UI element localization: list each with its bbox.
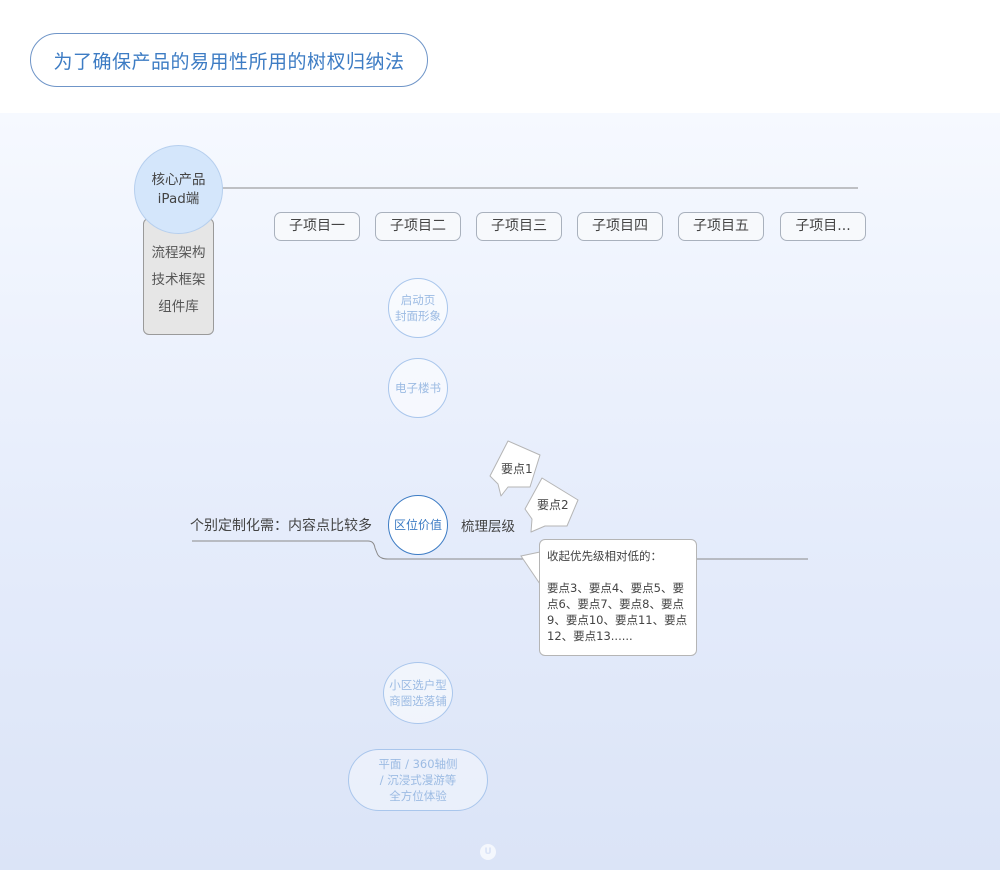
tab-subproject-3[interactable]: 子项目三 [476, 212, 562, 241]
note-heading: 收起优先级相对低的： [547, 549, 662, 563]
node-splash-screen[interactable]: 启动页 封面形象 [388, 278, 448, 338]
core-item-flow: 流程架构 [151, 245, 206, 261]
core-product-node[interactable]: 核心产品 iPad端 [134, 145, 223, 234]
note-tail [520, 551, 541, 585]
core-product-items: 流程架构 技术框架 组件库 [143, 240, 214, 321]
core-item-tech: 技术框架 [151, 272, 206, 288]
core-product-sub: iPad端 [157, 190, 200, 207]
page-title: 为了确保产品的易用性所用的树杈归纳法 [30, 33, 428, 87]
node-experience[interactable]: 平面 / 360轴侧 / 沉浸式漫游等 全方位体验 [348, 749, 488, 811]
core-item-components: 组件库 [158, 299, 199, 315]
branch-label-hierarchy: 梳理层级 [461, 519, 515, 535]
node-ebook[interactable]: 电子楼书 [388, 358, 448, 418]
note-line: 12、要点13...... [547, 629, 633, 643]
core-product-name: 核心产品 [151, 171, 206, 188]
note-line: 点6、要点7、要点8、要点 [547, 597, 684, 611]
tab-subproject-more[interactable]: 子项目... [780, 212, 866, 241]
note-line: 9、要点10、要点11、要点 [547, 613, 688, 627]
note-line: 要点3、要点4、要点5、要 [547, 581, 684, 595]
bubble-point-1 [489, 440, 541, 497]
tab-subproject-1[interactable]: 子项目一 [274, 212, 360, 241]
branch-label-customization: 个别定制化需：内容点比较多 [190, 518, 372, 534]
bubble-point-2 [524, 477, 579, 533]
watermark-logo-icon: U [480, 844, 496, 860]
tab-subproject-2[interactable]: 子项目二 [375, 212, 461, 241]
header: 为了确保产品的易用性所用的树杈归纳法 [0, 0, 1000, 113]
tab-subproject-5[interactable]: 子项目五 [678, 212, 764, 241]
bubble-text-point-1: 要点1 [501, 462, 533, 476]
collapsed-points-note: 收起优先级相对低的： 要点3、要点4、要点5、要 点6、要点7、要点8、要点 9… [539, 539, 697, 656]
tab-subproject-4[interactable]: 子项目四 [577, 212, 663, 241]
node-community-selection[interactable]: 小区选户型 商圈选落铺 [383, 662, 453, 724]
bubble-text-point-2: 要点2 [537, 498, 569, 512]
node-location-value[interactable]: 区位价值 [388, 495, 448, 555]
middle-branch-line [192, 540, 808, 560]
